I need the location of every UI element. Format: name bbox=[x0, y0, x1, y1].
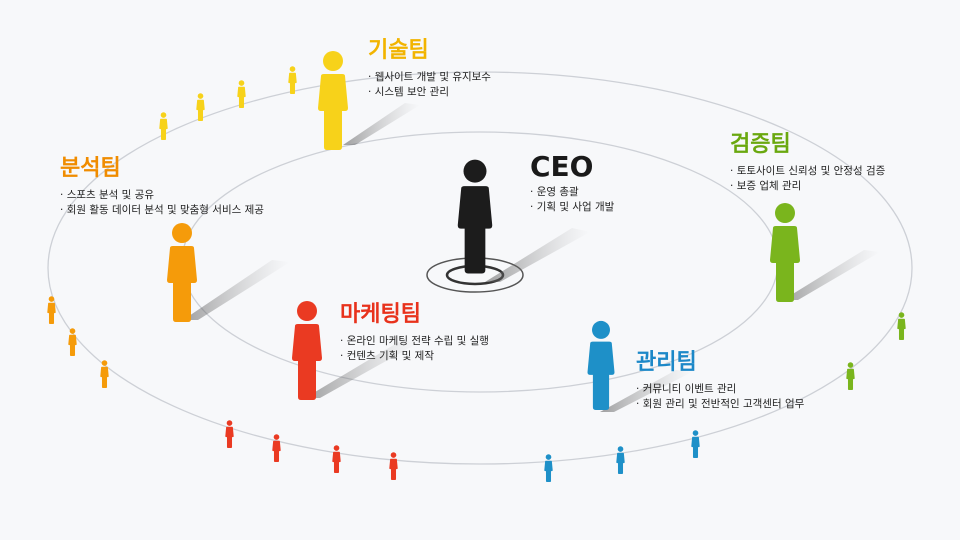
tech-person-icon bbox=[318, 51, 348, 150]
admin-title: 관리팀 bbox=[636, 350, 697, 375]
admin-item: 회원 관리 및 전반적인 고객센터 업무 bbox=[636, 397, 805, 412]
analysis-item: 회원 활동 데이터 분석 및 맞춤형 서비스 제공 bbox=[60, 203, 264, 218]
person-icon bbox=[100, 360, 109, 388]
analysis-block: 분석팀 스포츠 분석 및 공유 회원 활동 데이터 분석 및 맞춤형 서비스 제… bbox=[60, 150, 264, 218]
marketing-item: 컨텐츠 기획 및 제작 bbox=[340, 349, 489, 364]
analysis-item: 스포츠 분석 및 공유 bbox=[60, 188, 264, 203]
person-icon bbox=[691, 430, 700, 458]
marketing-item: 온라인 마케팅 전략 수립 및 실행 bbox=[340, 334, 489, 349]
marketing-person-icon bbox=[292, 301, 322, 400]
tech-block: 기술팀 웹사이트 개발 및 유지보수 시스템 보안 관리 bbox=[368, 32, 491, 100]
verify-person-icon bbox=[770, 203, 800, 302]
person-icon bbox=[389, 452, 398, 480]
person-icon bbox=[272, 434, 281, 462]
verify-block: 검증팀 토토사이트 신뢰성 및 안정성 검증 보증 업체 관리 bbox=[730, 126, 885, 194]
verify-item: 토토사이트 신뢰성 및 안정성 검증 bbox=[730, 164, 886, 179]
person-icon bbox=[68, 328, 77, 356]
tech-item: 시스템 보안 관리 bbox=[368, 85, 491, 100]
person-icon bbox=[332, 445, 341, 473]
verify-item: 보증 업체 관리 bbox=[730, 179, 885, 194]
analysis-person-icon bbox=[167, 223, 197, 322]
person-icon bbox=[544, 454, 553, 482]
person-icon bbox=[616, 446, 625, 474]
ceo-item: 기획 및 사업 개발 bbox=[530, 200, 615, 215]
ceo-item: 운영 총괄 bbox=[530, 185, 614, 200]
tech-title: 기술팀 bbox=[368, 38, 429, 63]
verify-title: 검증팀 bbox=[730, 132, 791, 157]
marketing-title: 마케팅팀 bbox=[340, 302, 421, 327]
person-icon bbox=[225, 420, 234, 448]
person-icon bbox=[288, 66, 297, 94]
admin-item: 커뮤니티 이벤트 관리 bbox=[636, 382, 804, 397]
ceo-title: CEO bbox=[530, 150, 594, 183]
admin-block: 관리팀 커뮤니티 이벤트 관리 회원 관리 및 전반적인 고객센터 업무 bbox=[636, 344, 804, 412]
analysis-title: 분석팀 bbox=[60, 156, 121, 181]
ceo-block: CEO 운영 총괄 기획 및 사업 개발 bbox=[530, 150, 614, 215]
marketing-block: 마케팅팀 온라인 마케팅 전략 수립 및 실행 컨텐츠 기획 및 제작 bbox=[340, 296, 489, 364]
tech-item: 웹사이트 개발 및 유지보수 bbox=[368, 70, 491, 85]
ceo-person-icon bbox=[457, 159, 493, 274]
admin-person-icon bbox=[587, 320, 615, 410]
